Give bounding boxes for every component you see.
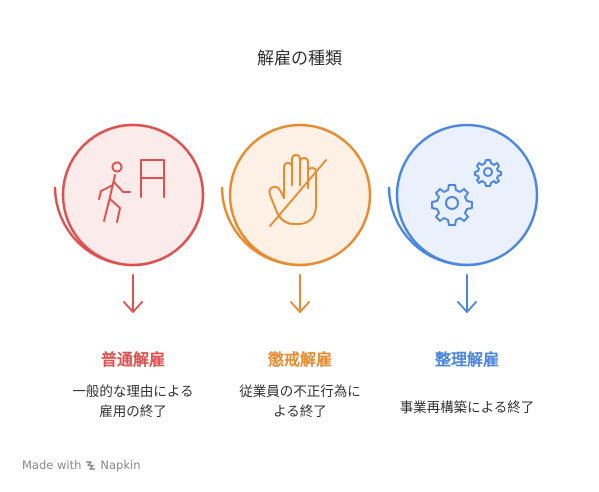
footer-attribution: Made with Napkin — [22, 458, 141, 472]
item-3-graphic — [387, 123, 539, 313]
item-3-arrow — [457, 274, 477, 313]
napkin-logo-icon — [86, 460, 96, 470]
diagram-title: 解雇の種類 — [257, 49, 342, 69]
item-1-label: 普通解雇 — [100, 350, 165, 369]
item-3-description: 事業再構築による終了 — [372, 398, 562, 418]
item-3-description-line-1: 事業再構築による終了 — [399, 400, 535, 416]
item-2-description-line-2: よる終了 — [273, 404, 327, 420]
forbidden-hand-icon — [268, 154, 327, 227]
item-1-description-line-1: 一般的な理由による — [72, 384, 194, 400]
item-3-label: 整理解雇 — [434, 350, 499, 369]
item-2-graphic — [220, 123, 372, 313]
napkin-brand-text: Napkin — [100, 458, 141, 472]
item-1-circle — [61, 123, 205, 267]
item-2-description: 従業員の不正行為に よる終了 — [205, 382, 395, 422]
item-2-description-line-1: 従業員の不正行為に — [239, 384, 361, 400]
item-1-graphic — [53, 123, 205, 313]
item-2-circle — [228, 123, 372, 267]
item-2-arrow — [290, 274, 310, 313]
item-1-description: 一般的な理由による 雇用の終了 — [38, 382, 228, 422]
item-1-arrow — [123, 274, 143, 313]
gears-icon — [431, 159, 502, 226]
large-gear-icon — [431, 184, 473, 226]
item-2-label: 懲戒解雇 — [267, 350, 332, 369]
small-gear-icon — [474, 159, 502, 187]
made-with-text: Made with — [22, 458, 82, 472]
item-1-description-line-2: 雇用の終了 — [99, 404, 167, 420]
walking-person-exit-icon — [98, 159, 165, 223]
